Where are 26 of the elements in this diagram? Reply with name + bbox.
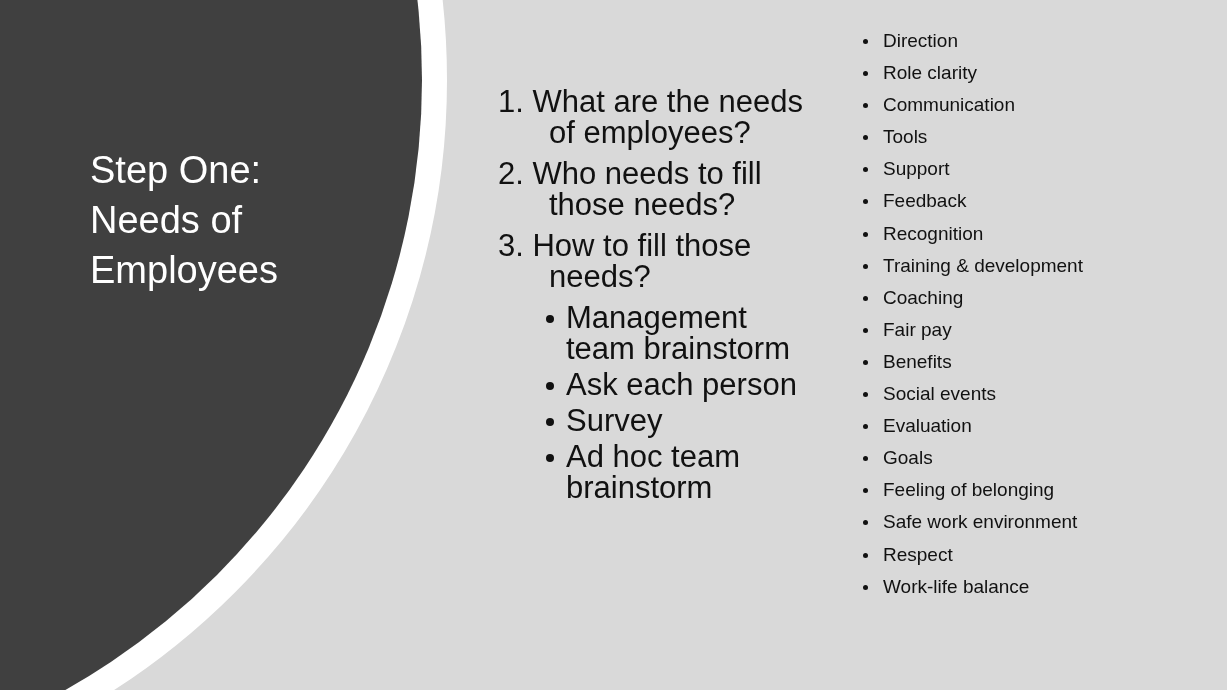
bullet-item: Support	[883, 157, 951, 182]
bullet-item: Feeling of belonging	[883, 478, 1056, 503]
bullet-item: Ask each person	[566, 369, 798, 400]
numbered-question: 3. How to fill those needs?	[498, 230, 753, 292]
bullet-item: Benefits	[883, 349, 953, 374]
bullet-item: Safe work environment	[883, 510, 1079, 535]
bullet-item: Training & development	[883, 253, 1084, 278]
bullet-item: Tools	[883, 125, 929, 150]
bullet-item: Feedback	[883, 189, 968, 214]
bullet-item: Fair pay	[883, 317, 953, 342]
bullet-item: Coaching	[883, 285, 965, 310]
bullet-item: Recognition	[883, 221, 985, 246]
bullet-item: Social events	[883, 382, 997, 407]
bullet-item: Respect	[883, 542, 954, 567]
bullet-item: Goals	[883, 446, 934, 471]
numbered-question: 1. What are the needs of employees?	[498, 86, 805, 148]
bullet-item: Work-life balance	[883, 574, 1031, 599]
bullet-item: Direction	[883, 29, 959, 53]
bullet-item: Survey	[566, 405, 664, 436]
slide-title: Step One: Needs of Employees	[90, 148, 279, 293]
bullet-item: Communication	[883, 93, 1016, 118]
bullet-item: Ad hoc team brainstorm	[566, 441, 742, 503]
bullet-item: Role clarity	[883, 61, 978, 86]
numbered-question: 2. Who needs to fill those needs?	[498, 158, 763, 220]
bullet-item: Evaluation	[883, 414, 973, 439]
bullet-item: Management team brainstorm	[566, 302, 791, 364]
